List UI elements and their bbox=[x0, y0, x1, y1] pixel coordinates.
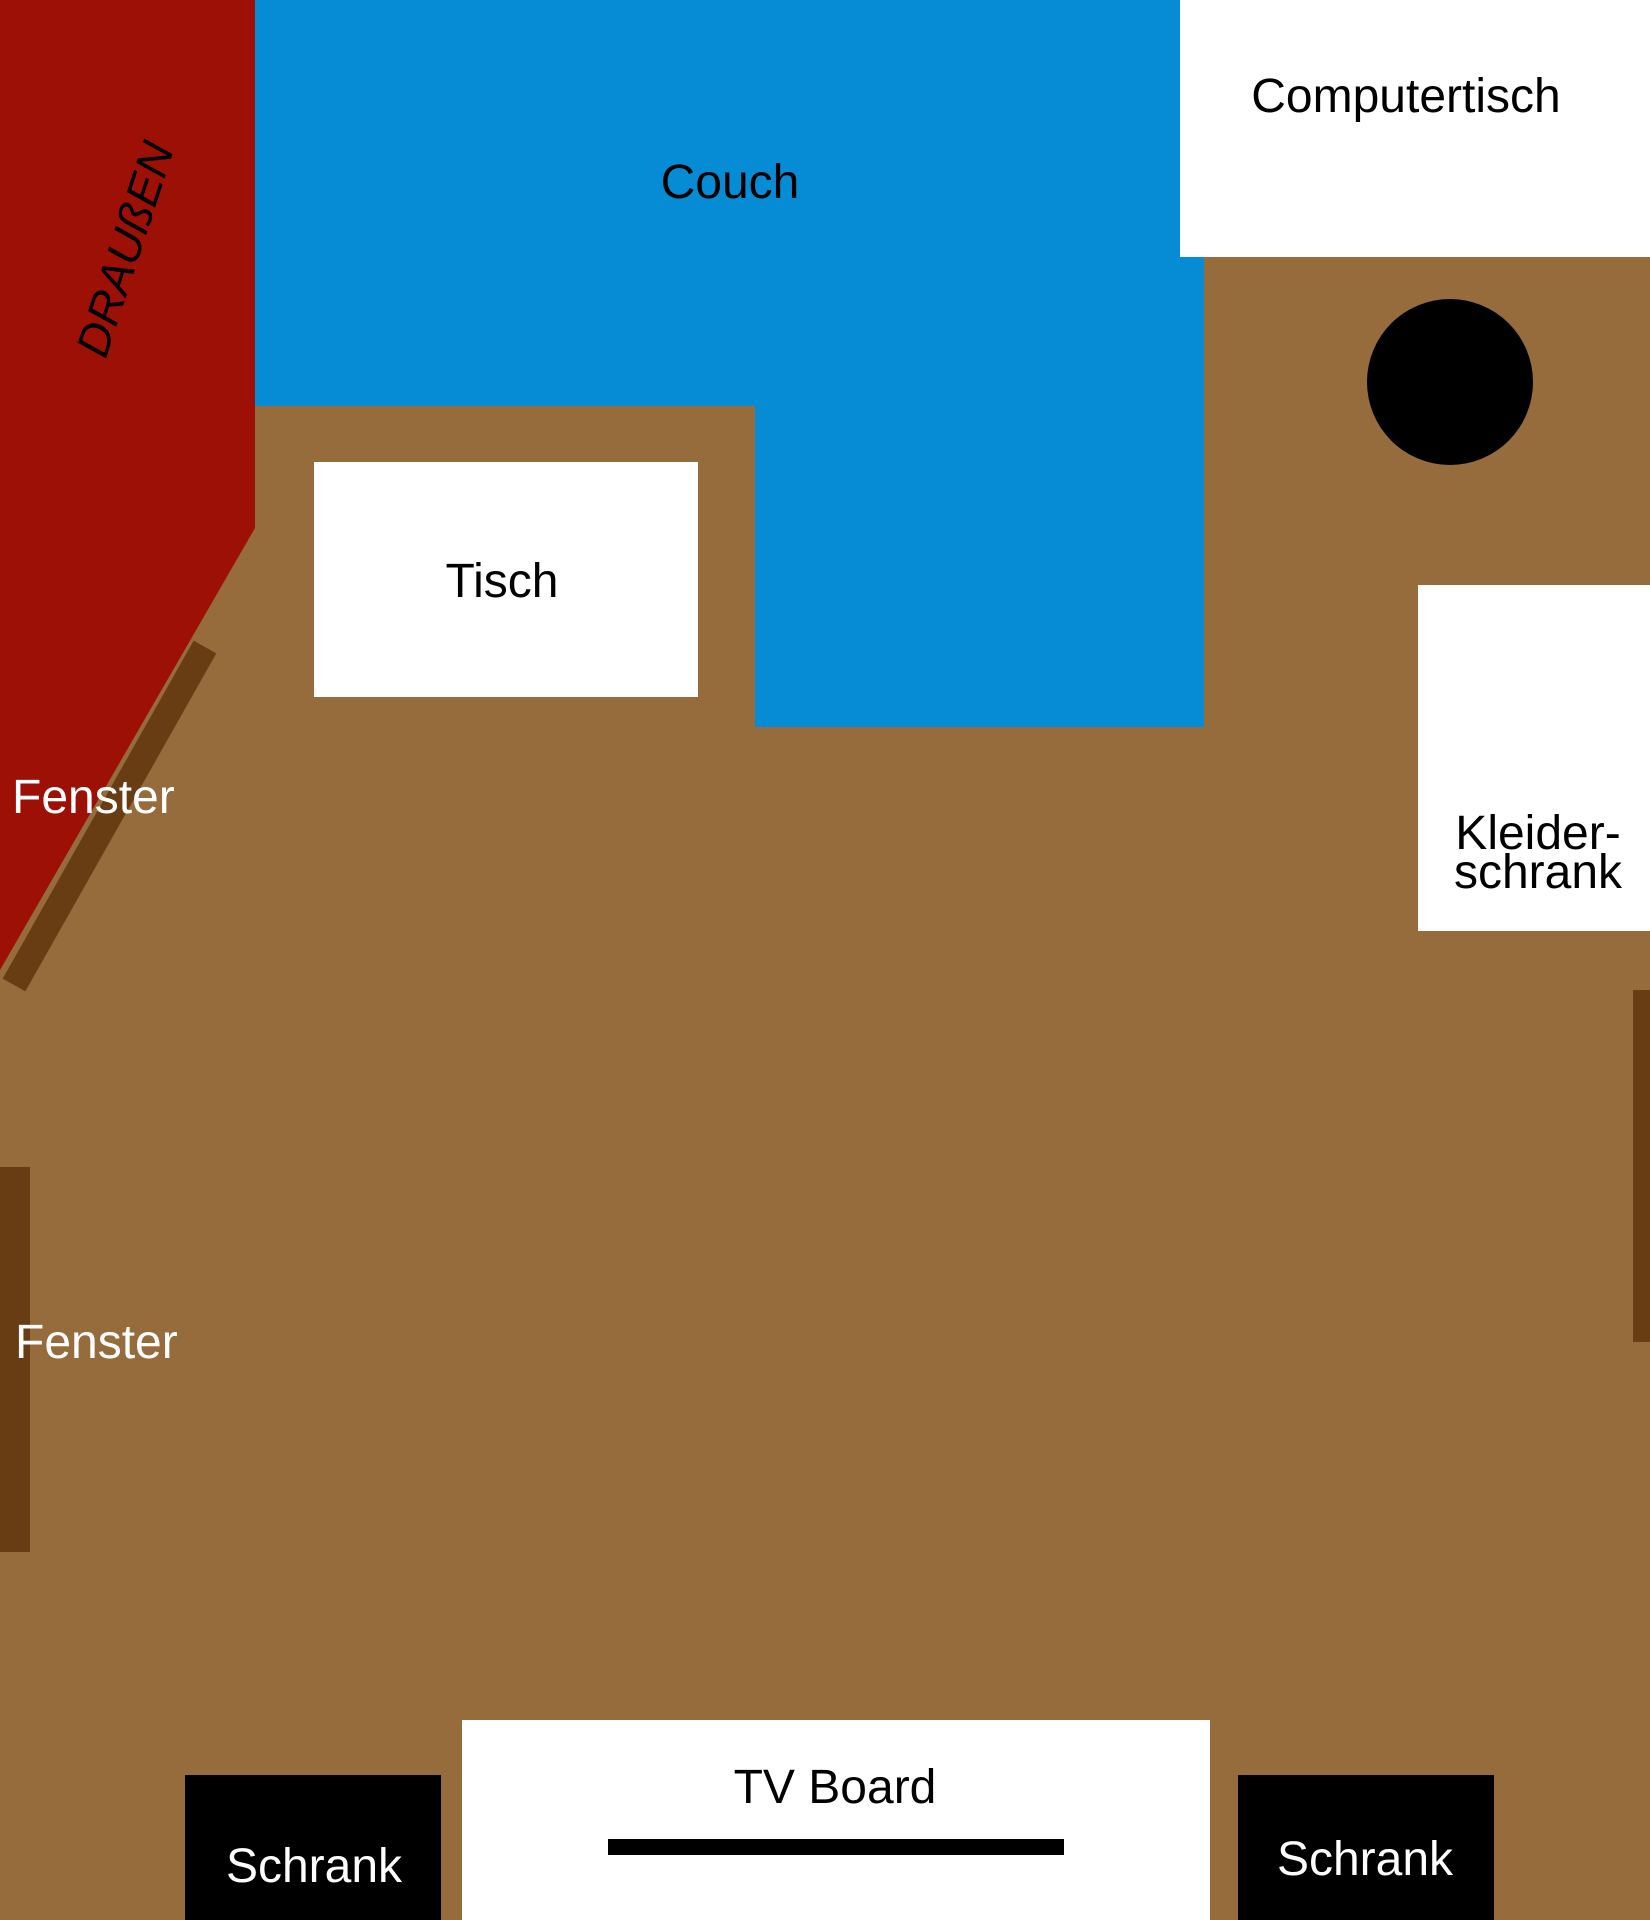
table-label: Tisch bbox=[446, 555, 559, 608]
couch bbox=[255, 0, 1204, 727]
window-frame-diagonal bbox=[2, 640, 217, 992]
window-frame-left bbox=[0, 1167, 30, 1552]
cabinet-right bbox=[1238, 1775, 1494, 1920]
outside-area bbox=[0, 0, 255, 970]
couch-label: Couch bbox=[661, 156, 800, 209]
cabinet-right-label: Schrank bbox=[1277, 1833, 1454, 1886]
wardrobe bbox=[1418, 585, 1650, 931]
table bbox=[314, 462, 698, 697]
door-frame-right bbox=[1633, 990, 1650, 1342]
cabinet-left-label: Schrank bbox=[226, 1840, 403, 1893]
window-upper-label: Fenster bbox=[12, 771, 175, 824]
cabinet-left bbox=[185, 1775, 441, 1920]
tv-board-label: TV Board bbox=[734, 1761, 937, 1814]
computer-desk-label: Computertisch bbox=[1251, 70, 1560, 123]
round-object bbox=[1367, 299, 1533, 465]
tv-board bbox=[462, 1720, 1210, 1920]
wardrobe-label-line2: schrank bbox=[1454, 846, 1623, 899]
wardrobe-label-line1: Kleider- bbox=[1455, 807, 1620, 860]
computer-desk bbox=[1180, 0, 1650, 257]
tv-screen bbox=[608, 1839, 1064, 1855]
window-lower-label: Fenster bbox=[15, 1316, 178, 1369]
